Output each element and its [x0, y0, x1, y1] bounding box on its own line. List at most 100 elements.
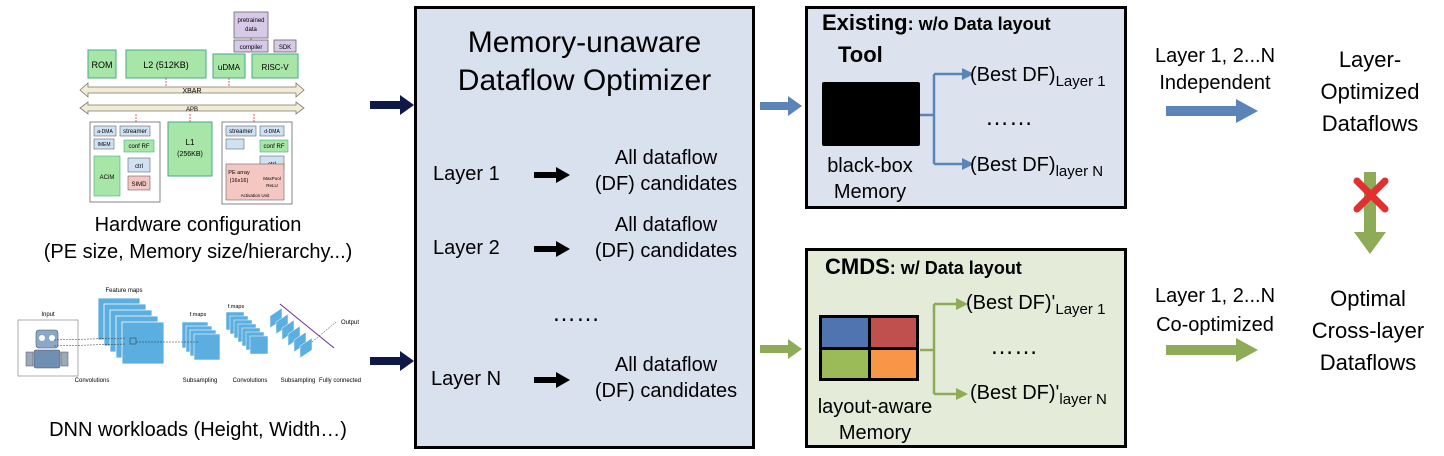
arrow-hardware-to-optimizer [370, 95, 414, 115]
hw-activation-label: Activation Unit [241, 193, 271, 198]
optimizer-title-line-1: Memory-unaware [467, 26, 702, 59]
hw-ctrl-left-label: ctrl [135, 164, 143, 170]
cmds-best-df-1-sub: Layer 1 [1055, 301, 1106, 318]
optimal-line-1: Optimal [1330, 286, 1406, 311]
hw-imem-label: IMEM [97, 142, 110, 148]
hw-simd-label: SIMD [132, 182, 148, 188]
memory-quadrant-green [822, 349, 868, 378]
cmds-best-df-layer-1: (Best DF)'Layer 1 [966, 292, 1105, 318]
dnn-fmaps-2-label: f.maps [228, 304, 245, 310]
optimizer-layer-n-candidates-line-1: All dataflow [614, 354, 718, 376]
existing-best-df-layer-1: (Best DF)Layer 1 [970, 64, 1106, 90]
hw-pe-size-label: (16x16) [230, 178, 249, 184]
optimizer-layer-n-candidates-line-2: (DF) candidates [594, 380, 738, 402]
dnn-fmaps-1-label: f.maps [190, 312, 207, 318]
optimizer-layer-2-candidates-line-2: (DF) candidates [594, 240, 738, 262]
hw-acim-label: ACiM [100, 175, 115, 181]
cmds-best-df-layer-n: (Best DF)'layer N [970, 382, 1107, 408]
memory-quadrant-red [870, 318, 916, 347]
hw-l1-label: L1 [186, 138, 195, 147]
hw-confrf-right-label: conf RF [263, 144, 284, 150]
existing-title-bold: Existing [822, 10, 908, 35]
cmds-best-df-1-prefix: (Best DF)' [966, 292, 1056, 314]
dnn-output-label: Output [341, 320, 359, 326]
top-layers-label: Layer 1, 2...N [1154, 45, 1276, 67]
dnn-subsampling-1-label: Subsampling [183, 378, 218, 384]
existing-memory-label-line-1: black-box [827, 155, 913, 177]
existing-memory-label-line-2: Memory [833, 181, 907, 203]
optimal-line-2: Cross-layer [1311, 318, 1425, 343]
optimizer-layer-n-label: Layer N [431, 368, 502, 390]
existing-best-df-1-sub: Layer 1 [1055, 73, 1106, 90]
hw-data-label: data [245, 27, 257, 33]
arrow-layer-2 [534, 241, 570, 257]
hw-relu-label: ReLU [266, 183, 278, 188]
cmds-best-df-n-prefix: (Best DF)' [970, 382, 1060, 404]
cmds-memory-label-line-1: layout-aware [817, 396, 933, 418]
cmds-title: CMDS: w/ Data layout [825, 254, 1022, 280]
arrow-layer-n [534, 372, 570, 388]
dnn-feature-maps-label: Feature maps [105, 288, 142, 294]
cmds-ellipsis: …… [990, 333, 1038, 360]
hw-riscv-label: RISC-V [261, 63, 289, 72]
dnn-fully-connected-label: Fully connected [319, 378, 361, 384]
hardware-figure: pretrained data compiler SDK ROM L2 (512… [79, 11, 305, 205]
top-mode-label: Independent [1159, 72, 1271, 94]
hw-xbar-label: XBAR [182, 88, 201, 95]
arrow-co-optimized [1166, 338, 1258, 362]
existing-branch-arrows [920, 68, 974, 170]
existing-title-line-2: Tool [838, 42, 883, 67]
hw-apb-label: APB [186, 107, 198, 113]
existing-best-df-n-sub: layer N [1055, 163, 1104, 180]
hw-dma-right-label: d-DMA [264, 129, 280, 135]
existing-best-df-layer-n: (Best DF)layer N [970, 154, 1103, 180]
hardware-caption-line-1: Hardware configuration [94, 214, 302, 236]
optimal-line-3: Dataflows [1319, 350, 1417, 375]
dnn-convolutions-1-label: Convolutions [75, 378, 110, 384]
dnn-convolutions-2-label: Convolutions [233, 378, 268, 384]
optimizer-layer-1-candidates-line-2: (DF) candidates [594, 173, 738, 195]
arrow-optimizer-to-existing [760, 96, 802, 116]
dnn-figure: Input Feature maps f.maps f.maps Output … [17, 288, 361, 384]
hw-streamer-right-label: streamer [229, 129, 253, 135]
existing-best-df-1-prefix: (Best DF) [970, 64, 1056, 86]
cmds-title-rest: : w/ Data layout [889, 258, 1022, 278]
memory-quadrant-orange [870, 349, 916, 378]
existing-ellipsis: …… [985, 104, 1033, 131]
hw-udma-label: uDMA [218, 63, 241, 72]
optimizer-layer-1-candidates-line-1: All dataflow [614, 147, 718, 169]
dnn-input-label: Input [41, 312, 55, 318]
arrow-optimizer-to-cmds [760, 339, 802, 359]
optimizer-layer-1-label: Layer 1 [433, 163, 500, 185]
layer-optimized-line-2: Optimized [1320, 79, 1420, 104]
dnn-workloads-caption: DNN workloads (Height, Width…) [49, 419, 347, 441]
bottom-mode-label: Co-optimized [1156, 314, 1274, 336]
hw-l1-size-label: (256KB) [177, 151, 203, 158]
hw-pretrained-label: pretrained [237, 18, 264, 24]
layout-aware-memory-block [819, 315, 919, 381]
hw-sdk-label: SDK [279, 45, 291, 51]
layer-optimized-line-1: Layer- [1338, 47, 1402, 72]
existing-title-rest: : w/o Data layout [907, 14, 1051, 34]
hw-dma-left-label: a-DMA [97, 129, 113, 135]
cmds-memory-label-line-2: Memory [838, 422, 912, 444]
optimizer-ellipsis: …… [552, 300, 600, 327]
memory-quadrant-blue [822, 318, 868, 347]
hw-streamer-left-label: streamer [123, 129, 147, 135]
arrow-down-to-optimal [1354, 172, 1386, 254]
cmds-title-bold: CMDS [825, 254, 890, 279]
hw-rom-label: ROM [92, 60, 113, 70]
layer-optimized-line-3: Dataflows [1321, 111, 1419, 136]
hw-compiler-label: compiler [240, 45, 263, 51]
cmds-branch-arrows [920, 298, 968, 400]
hw-l2-label: L2 (512KB) [143, 60, 189, 70]
hw-pe-array-label: PE array [228, 170, 250, 176]
dnn-subsampling-2-label: Subsampling [281, 378, 316, 384]
existing-best-df-n-prefix: (Best DF) [970, 154, 1056, 176]
hw-maxpool-label: MaxPool [263, 176, 281, 181]
hw-confrf-left-label: conf RF [128, 144, 149, 150]
optimizer-layer-2-label: Layer 2 [433, 237, 500, 259]
arrow-independent [1166, 99, 1258, 123]
hardware-caption-line-2: (PE size, Memory size/hierarchy...) [43, 241, 353, 263]
existing-title: Existing: w/o Data layout [822, 10, 1051, 36]
